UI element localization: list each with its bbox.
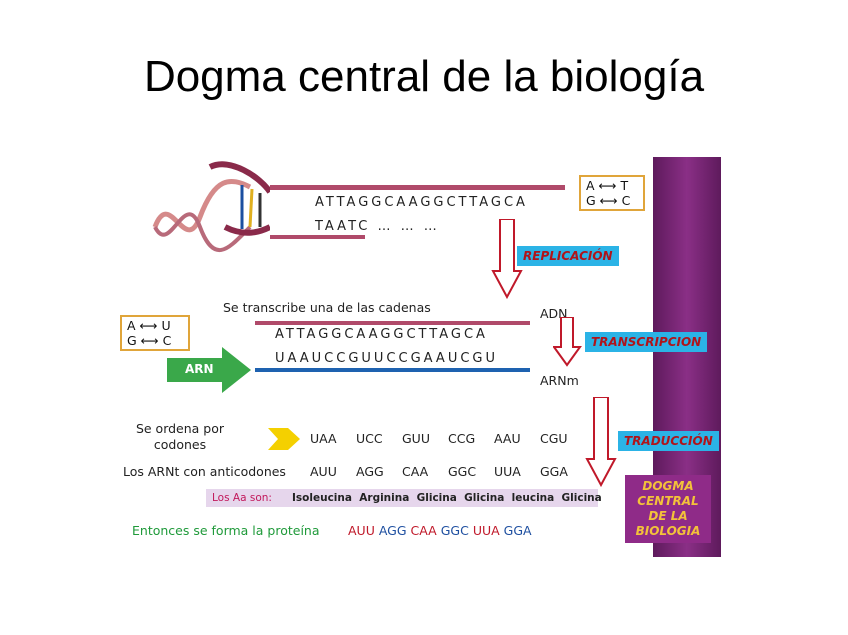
aa-names: Isoleucina Arginina Glicina Glicina leuc… <box>292 492 602 504</box>
dna-helix-illustration <box>152 161 270 253</box>
translation-arrow <box>585 397 617 487</box>
anticodon: GGA <box>540 464 568 479</box>
dna-template-sequence: ATTAGGCAAGGCTTAGCA <box>275 327 488 342</box>
aa-label: Los Aa son: <box>212 492 272 504</box>
dna-top-sequence: ATTAGGCAAGGCTTAGCA <box>315 195 528 210</box>
arnm-label: ARNm <box>540 373 579 388</box>
codon-row: UAA UCC GUU CCG AAU CGU <box>310 431 586 446</box>
replication-arrow <box>491 219 523 299</box>
arnt-text: Los ARNt con anticodones <box>123 464 286 479</box>
dna-bottom-sequence: TAATC … … … <box>315 219 440 234</box>
transcripcion-label: TRANSCRIPCION <box>585 332 708 352</box>
codon: AAU <box>494 431 521 446</box>
dna-bottom-strand-line <box>270 235 365 239</box>
anticodon: AUU <box>310 464 337 479</box>
amino-acids-bar: Los Aa son: Isoleucina Arginina Glicina … <box>206 489 602 507</box>
rna-sequence: UAAUCCGUUCCGAAUCGU <box>275 351 498 366</box>
dna-top-strand-line <box>270 185 565 190</box>
codon: CGU <box>540 431 568 446</box>
rna-strand-line <box>255 368 530 372</box>
protein-text: Entonces se forma la proteína <box>132 523 320 538</box>
dna-template-line <box>255 321 530 325</box>
codon: UCC <box>356 431 383 446</box>
anticodon: GGC <box>448 464 477 479</box>
dogma-figure: ATTAGGCAAGGCTTAGCA TAATC … … … A ⟷ T G ⟷… <box>115 157 721 557</box>
codon: GUU <box>402 431 430 446</box>
traduccion-label: TRADUCCIÓN <box>618 431 719 451</box>
page-title: Dogma central de la biología <box>143 52 705 101</box>
ordena-text: Se ordena por codones <box>135 421 225 452</box>
anticodon: AGG <box>356 464 384 479</box>
anticodon: CAA <box>402 464 429 479</box>
dna-base-pair-box: A ⟷ T G ⟷ C <box>579 175 645 211</box>
arn-green-arrow <box>167 347 251 393</box>
anticodon: UUA <box>494 464 521 479</box>
replicacion-label: REPLICACIÓN <box>517 246 619 266</box>
codon: CCG <box>448 431 476 446</box>
transcription-arrow <box>553 317 582 367</box>
anticodon-row: AUU AGG CAA GGC UUA GGA <box>310 464 586 479</box>
protein-sequence: AUU AGG CAA GGC UUA GGA <box>348 523 532 538</box>
rna-base-pair-box: A ⟷ U G ⟷ C <box>120 315 190 351</box>
dogma-central-box: DOGMA CENTRAL DE LA BIOLOGIA <box>625 475 711 543</box>
codon: UAA <box>310 431 337 446</box>
yellow-chevron-icon <box>268 428 300 450</box>
transcribe-text: Se transcribe una de las cadenas <box>223 300 431 315</box>
arn-arrow-label: ARN <box>185 362 214 376</box>
